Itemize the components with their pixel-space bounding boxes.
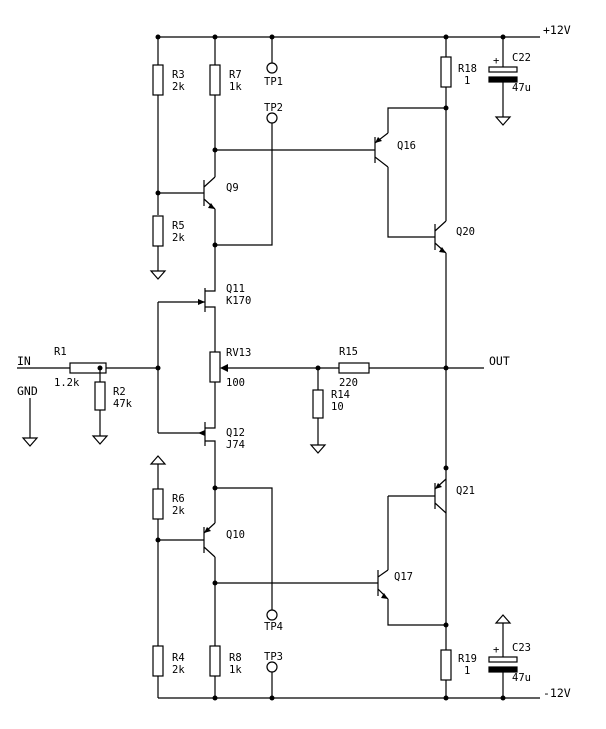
ground-label: GND (17, 384, 38, 398)
gnd-input-symbol (21, 398, 39, 447)
rail-negative-label: -12V (543, 686, 571, 700)
transistor-q17 (377, 569, 446, 626)
r3-ref: R3 (172, 69, 185, 81)
c23-polarity: + (493, 644, 499, 656)
resistor-r6 (152, 488, 164, 520)
junction (269, 34, 275, 40)
junction (269, 695, 275, 701)
resistor-r19 (440, 649, 452, 681)
r5-ref: R5 (172, 220, 185, 232)
q20-ref: Q20 (456, 226, 475, 238)
q16-ref: Q16 (397, 140, 416, 152)
capacitor-c23 (488, 656, 518, 698)
tp2-symbol (266, 112, 278, 124)
r7-ref: R7 (229, 69, 242, 81)
resistor-r18 (440, 56, 452, 88)
r6-value: 2k (172, 505, 185, 517)
gnd-r5-symbol (149, 270, 167, 280)
rail-positive-label: +12V (543, 23, 571, 37)
r15-ref: R15 (339, 346, 358, 358)
tp3-symbol (266, 661, 278, 673)
tp1-label: TP1 (264, 76, 283, 88)
c22-ref: C22 (512, 52, 531, 64)
r2-value: 47k (113, 398, 133, 410)
r8-value: 1k (229, 664, 242, 676)
r15-value: 220 (339, 377, 358, 389)
junction (155, 34, 161, 40)
input-label: IN (17, 354, 31, 368)
junction (443, 695, 449, 701)
r7-value: 1k (229, 81, 242, 93)
r5-value: 2k (172, 232, 185, 244)
resistor-r4 (152, 645, 164, 677)
r2-ref: R2 (113, 386, 126, 398)
transistor-q11 (158, 282, 216, 352)
resistor-r14 (309, 368, 327, 454)
q10-ref: Q10 (226, 529, 245, 541)
transistor-q9 (158, 150, 216, 245)
transistor-q10 (158, 488, 216, 646)
transistor-q20 (434, 108, 447, 620)
r19-value: 1 (464, 665, 470, 677)
tp1-symbol (266, 62, 278, 74)
potentiometer-rv13 (209, 351, 228, 420)
r18-value: 1 (464, 75, 470, 87)
r3-value: 2k (172, 81, 185, 93)
resistor-r8 (209, 645, 221, 677)
resistor-r5 (152, 215, 164, 247)
supply-arrow-c23 (494, 614, 512, 657)
rv13-ref: RV13 (226, 347, 251, 359)
resistor-r15 (338, 362, 370, 374)
r18-ref: R18 (458, 63, 477, 75)
tp4-symbol (266, 609, 278, 621)
r1-ref: R1 (54, 346, 67, 358)
output-label: OUT (489, 354, 510, 368)
resistor-r7 (209, 64, 221, 96)
q11-ref: Q11 (226, 283, 245, 295)
c22-value: 47u (512, 82, 531, 94)
capacitor-c22 (488, 66, 518, 126)
q11-part: K170 (226, 295, 251, 307)
rv13-value: 100 (226, 377, 245, 389)
r4-ref: R4 (172, 652, 185, 664)
junction (212, 34, 218, 40)
junction (155, 365, 161, 371)
r19-ref: R19 (458, 653, 477, 665)
q9-ref: Q9 (226, 182, 239, 194)
transistor-q16 (374, 107, 446, 238)
junction (443, 465, 449, 471)
c22-polarity: + (493, 55, 499, 67)
q12-part: J74 (226, 439, 245, 451)
junction (212, 695, 218, 701)
c23-ref: C23 (512, 642, 531, 654)
tp4-label: TP4 (264, 621, 283, 633)
tp4-wire (215, 487, 273, 610)
q21-ref: Q21 (456, 485, 475, 497)
transistor-q12 (158, 420, 216, 488)
r6-ref: R6 (172, 493, 185, 505)
tp3-label: TP3 (264, 651, 283, 663)
transistor-q21 (387, 478, 447, 570)
supply-arrow-r6 (149, 455, 167, 489)
r1-value: 1.2k (54, 377, 80, 389)
q12-ref: Q12 (226, 427, 245, 439)
r8-ref: R8 (229, 652, 242, 664)
resistor-r3 (152, 64, 164, 96)
r4-value: 2k (172, 664, 185, 676)
r14-ref: R14 (331, 389, 350, 401)
q17-ref: Q17 (394, 571, 413, 583)
junction (443, 34, 449, 40)
resistor-r2 (91, 368, 109, 445)
tp2-wire (215, 123, 273, 246)
tp2-label: TP2 (264, 102, 283, 114)
junction (500, 34, 506, 40)
junction (500, 695, 506, 701)
c23-value: 47u (512, 672, 531, 684)
r14-value: 10 (331, 401, 344, 413)
